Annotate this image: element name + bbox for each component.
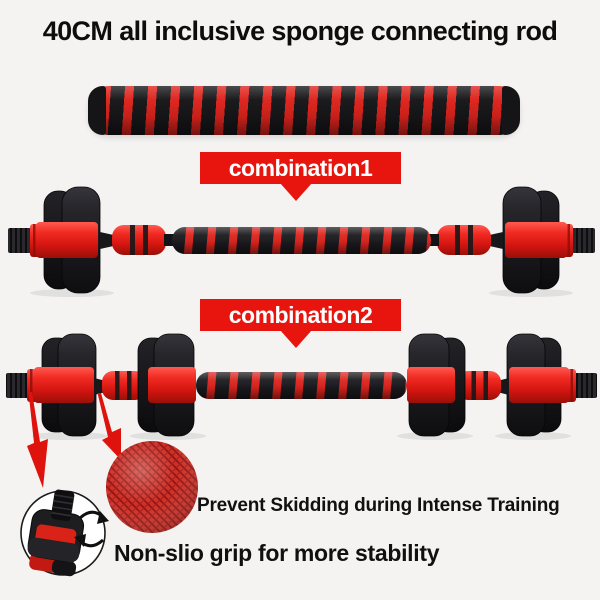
combination1-banner-label: combination1	[228, 154, 373, 181]
red-collar-block	[34, 367, 94, 403]
red-down-arrow-left	[27, 392, 48, 488]
threaded-end-cap	[8, 228, 34, 253]
threaded-end-cap	[6, 373, 30, 398]
sponge-bar-section	[196, 372, 407, 399]
caption-non-slip-grip: Non-slio grip for more stability	[114, 540, 440, 566]
rotate-clockwise-arrows-icon	[74, 510, 109, 548]
combination2-banner-label: combination2	[228, 301, 373, 328]
red-grip-sleeve	[112, 225, 166, 255]
barbell-left-half	[6, 333, 206, 440]
dumbbell-left-end	[8, 186, 176, 297]
combination2-barbell-image	[6, 333, 598, 577]
page-title: 40CM all inclusive sponge connecting rod	[42, 16, 558, 46]
sponge-bar-section	[172, 227, 431, 254]
combination2-banner: combination2	[200, 299, 401, 348]
red-grip-sleeve	[102, 371, 146, 400]
sponge-rod-image	[88, 86, 520, 135]
red-collar-block	[36, 222, 98, 258]
caption-prevent-skidding: Prevent Skidding during Intense Training	[197, 495, 560, 516]
anti-slip-knurl-texture-closeup	[106, 441, 198, 533]
dumbbell-lock-nut-closeup	[20, 489, 109, 577]
red-collar-block	[148, 367, 196, 403]
combination1-banner: combination1	[200, 152, 401, 201]
red-down-arrow-right	[97, 393, 121, 460]
combination1-dumbbell-image	[8, 186, 596, 298]
